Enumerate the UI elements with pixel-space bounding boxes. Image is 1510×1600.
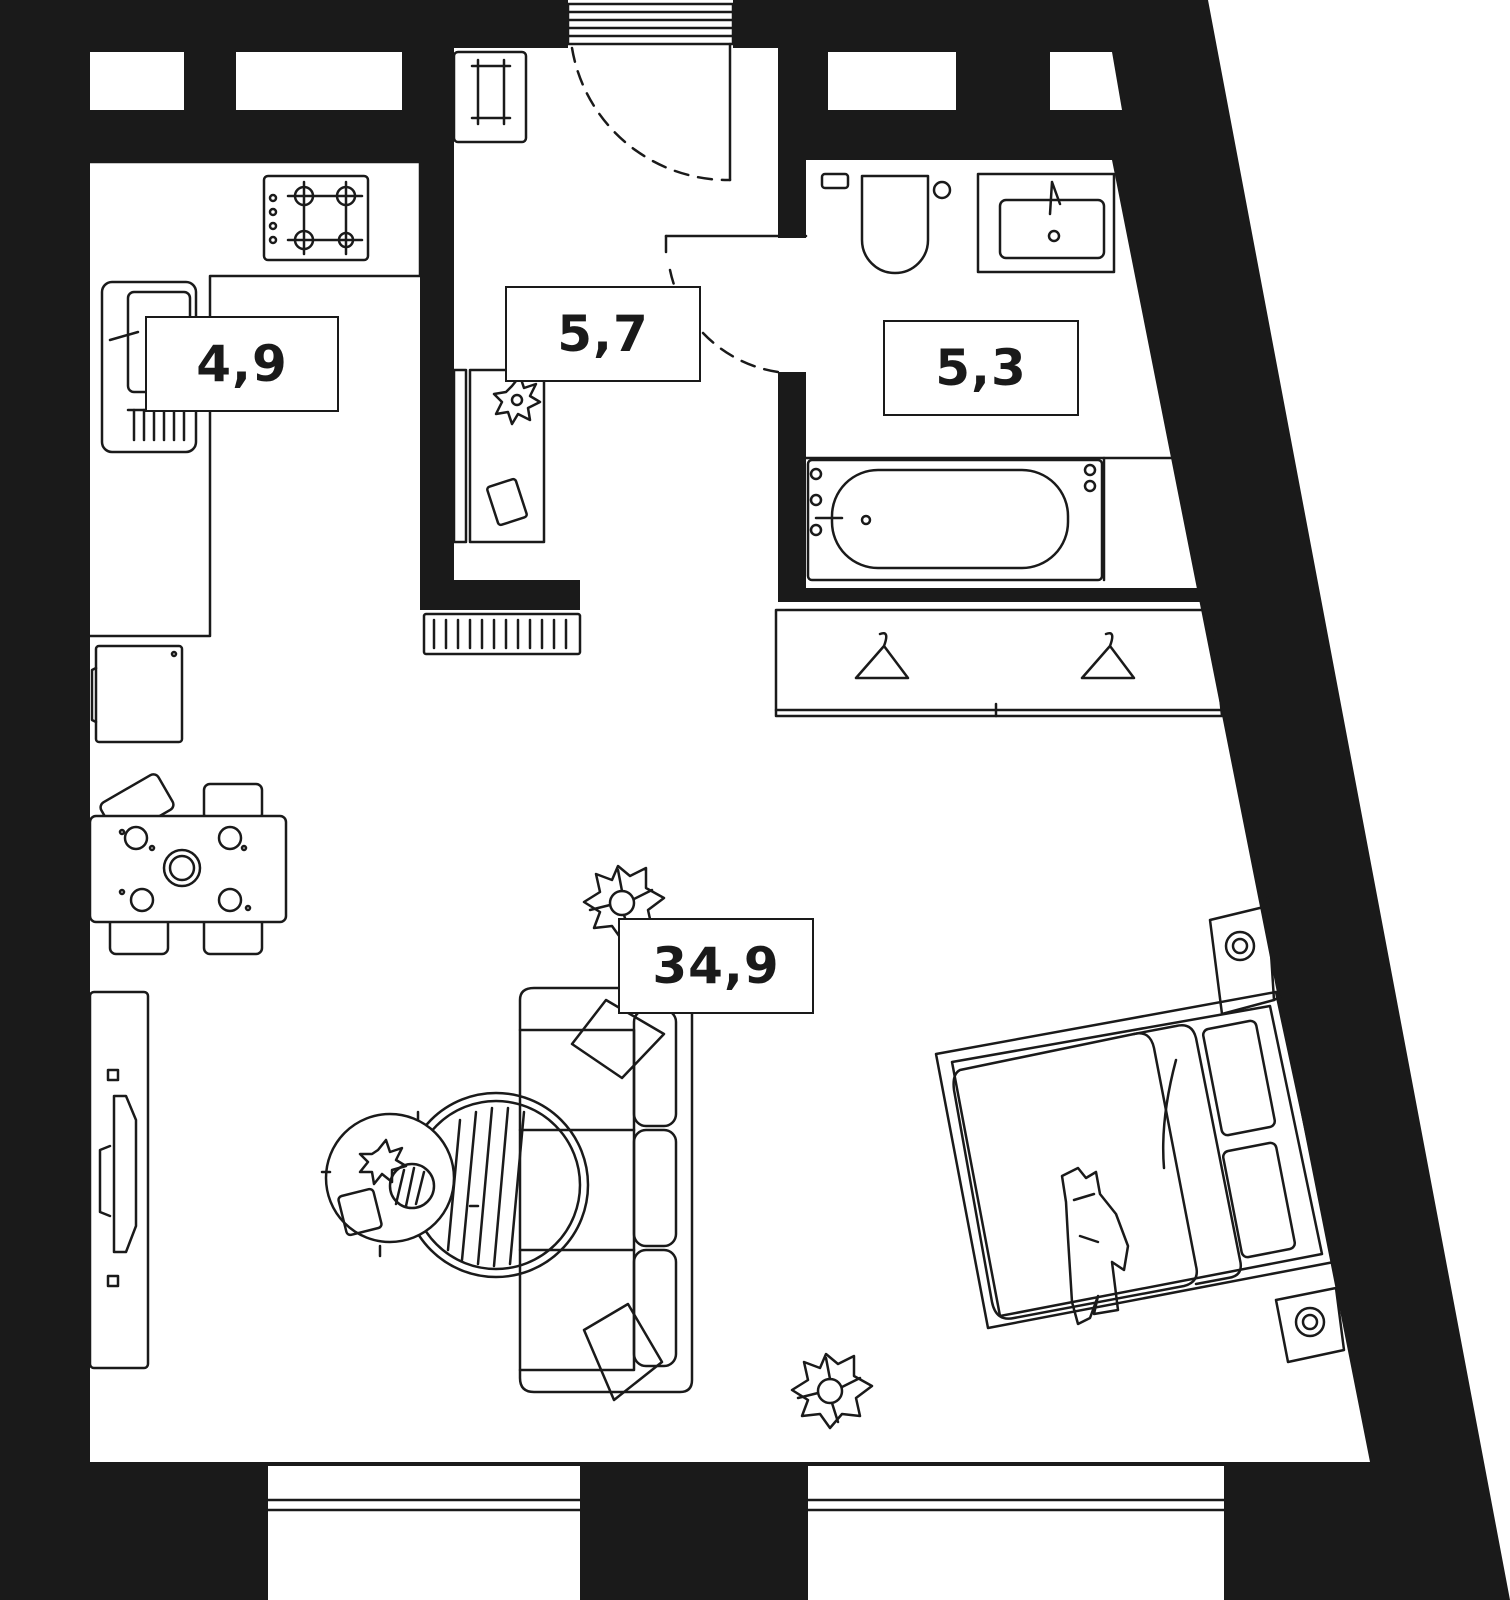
tv-stand-icon (88, 990, 150, 1370)
window-top (90, 52, 1122, 110)
wardrobe (774, 608, 1224, 718)
toilet-icon (820, 172, 952, 275)
interior-walls (420, 48, 1210, 610)
plant-icon (492, 374, 542, 426)
window-bottom (266, 1466, 1226, 1600)
bathroom-area-label: 5,3 (883, 320, 1079, 416)
kitchen-area-label: 4,9 (145, 316, 339, 412)
round-table-icon (320, 1110, 480, 1258)
sofa-icon (518, 986, 694, 1402)
plant-icon (790, 1352, 874, 1430)
fridge-icon (90, 644, 184, 744)
dining-table-icon (88, 773, 288, 956)
bathroom-door[interactable] (664, 234, 808, 374)
bed-icon (934, 894, 1346, 1364)
bathtub-icon (804, 456, 1192, 582)
hanger-icon (854, 632, 1136, 680)
radiator-icon (422, 612, 582, 656)
shoe-cabinet (452, 50, 546, 544)
stove-icon (262, 174, 370, 262)
living-area-label: 34,9 (618, 918, 814, 1014)
entry-door[interactable] (566, 2, 735, 182)
hall-area-label: 5,7 (505, 286, 701, 382)
washbasin-icon (976, 172, 1116, 274)
kitchen-counter (88, 160, 422, 638)
